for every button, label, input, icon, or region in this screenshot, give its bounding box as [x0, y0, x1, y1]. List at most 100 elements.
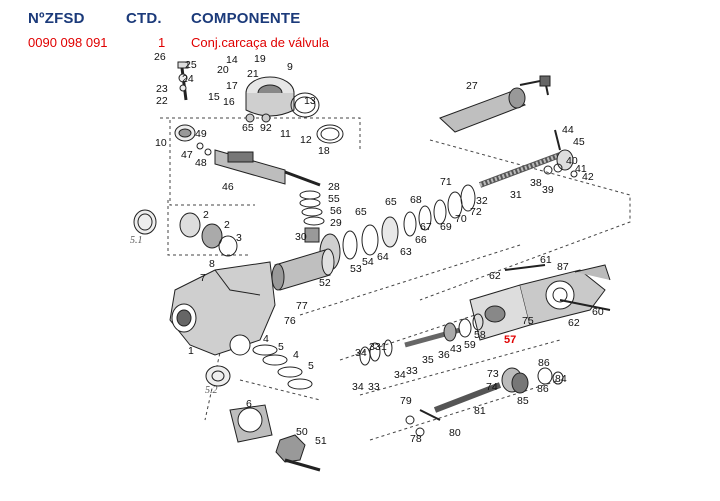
part-group-valve-spool — [359, 313, 484, 366]
part-label: 66 — [415, 234, 427, 246]
part-label: 71 — [440, 176, 452, 188]
selected-part-quantity: 1 — [158, 35, 166, 50]
part-label: 77 — [296, 300, 308, 312]
part-group-steering-housing — [169, 261, 276, 356]
parts-table-header: NºZFSD CTD. COMPONENTE 0090 098 091 1 Co… — [0, 0, 720, 60]
column-header-component: COMPONENTE — [191, 10, 301, 27]
part-label: 29 — [330, 217, 342, 229]
part-label: 58 — [474, 329, 486, 341]
part-label: 24 — [182, 73, 194, 85]
part-label: 23 — [156, 83, 168, 95]
part-label: 69 — [440, 221, 452, 233]
part-label: 63 — [400, 246, 412, 258]
part-label: 32 — [476, 195, 488, 207]
part-label: 2 — [224, 219, 230, 231]
part-group-power-cylinder-top — [439, 75, 551, 133]
part-label: 43 — [450, 343, 462, 355]
part-label: 80 — [449, 427, 461, 439]
part-label: 15 — [208, 91, 220, 103]
part-label: 48 — [195, 157, 207, 169]
part-label: 31 — [510, 189, 522, 201]
part-label: 65 — [385, 196, 397, 208]
part-label: 49 — [195, 128, 207, 140]
part-label: 36 — [438, 349, 450, 361]
part-label: 76 — [284, 315, 296, 327]
part-label: 46 — [222, 181, 234, 193]
part-label: 34 — [352, 381, 364, 393]
part-label: 30 — [295, 231, 307, 243]
part-group-lower-rings — [252, 344, 313, 390]
part-label: 75 — [522, 315, 534, 327]
part-group-lower-shaft — [405, 367, 564, 437]
part-label: 45 — [573, 136, 585, 148]
part-label: 64 — [377, 251, 389, 263]
part-label: 27 — [466, 80, 478, 92]
part-label: 47 — [181, 149, 193, 161]
part-label-secondary: 5.2 — [205, 385, 218, 396]
part-label: 6 — [246, 398, 252, 410]
highlighted-part-label[interactable]: 57 — [504, 334, 516, 346]
part-label: 86 — [537, 383, 549, 395]
part-group-end-cap — [205, 365, 273, 443]
part-group-screw-cluster — [177, 61, 189, 101]
part-label: 68 — [410, 194, 422, 206]
part-label: 20 — [217, 64, 229, 76]
part-label: 56 — [330, 205, 342, 217]
part-label: 70 — [455, 213, 467, 225]
part-label: 7 — [200, 272, 206, 284]
part-label: 59 — [464, 339, 476, 351]
part-label: 1 — [188, 345, 194, 357]
column-header-quantity: CTD. — [126, 10, 162, 27]
part-label: 35 — [422, 354, 434, 366]
part-label: 61 — [540, 254, 552, 266]
part-label: 55 — [328, 193, 340, 205]
part-label: 41 — [575, 163, 587, 175]
part-label: 17 — [226, 80, 238, 92]
part-group-bearings — [133, 209, 238, 257]
part-label: 62 — [568, 317, 580, 329]
part-label: 21 — [247, 68, 259, 80]
part-label: 73 — [487, 368, 499, 380]
part-label: 72 — [470, 206, 482, 218]
part-label: 10 — [155, 137, 167, 149]
part-label: 14 — [226, 54, 238, 66]
part-label: 34 — [394, 369, 406, 381]
part-group-nut — [275, 434, 321, 472]
part-group-seal-rings — [319, 184, 476, 271]
part-label: 60 — [592, 306, 604, 318]
part-group-worm-shaft — [478, 129, 578, 188]
part-label: 53 — [350, 263, 362, 275]
part-label: 22 — [156, 95, 168, 107]
part-group-valve-housing — [469, 264, 611, 341]
selected-part-code[interactable]: 0090 098 091 — [28, 35, 108, 50]
part-label: 74 — [486, 381, 498, 393]
part-label: 54 — [362, 256, 374, 268]
part-label: 5 — [308, 360, 314, 372]
part-label: 2 — [203, 209, 209, 221]
part-label: 42 — [582, 171, 594, 183]
part-label: 8 — [209, 258, 215, 270]
part-label: 26 — [154, 51, 166, 63]
part-label: 33 — [368, 381, 380, 393]
part-label-secondary: 5.1 — [130, 235, 143, 246]
selected-part-component[interactable]: Conj.carcaça de válvula — [191, 35, 330, 50]
part-label: 33 — [369, 341, 381, 353]
part-group-spring-stack — [299, 190, 325, 243]
part-label: 78 — [410, 433, 422, 445]
part-label: 16 — [223, 96, 235, 108]
part-label: 5 — [278, 341, 284, 353]
part-label: 40 — [566, 155, 578, 167]
part-label: 79 — [400, 395, 412, 407]
part-label: 85 — [517, 395, 529, 407]
part-label: 25 — [185, 59, 197, 71]
part-label: 51 — [315, 435, 327, 447]
part-label: 18 — [318, 145, 330, 157]
part-group-input-shaft — [174, 124, 321, 187]
part-label: 11 — [280, 128, 291, 140]
part-group-valve-cover — [245, 76, 344, 144]
part-label: 3 — [236, 232, 242, 244]
part-label: 34 — [355, 347, 367, 359]
part-label: 65 — [355, 206, 367, 218]
part-label: 12 — [300, 134, 312, 146]
part-label: 13 — [304, 95, 316, 107]
